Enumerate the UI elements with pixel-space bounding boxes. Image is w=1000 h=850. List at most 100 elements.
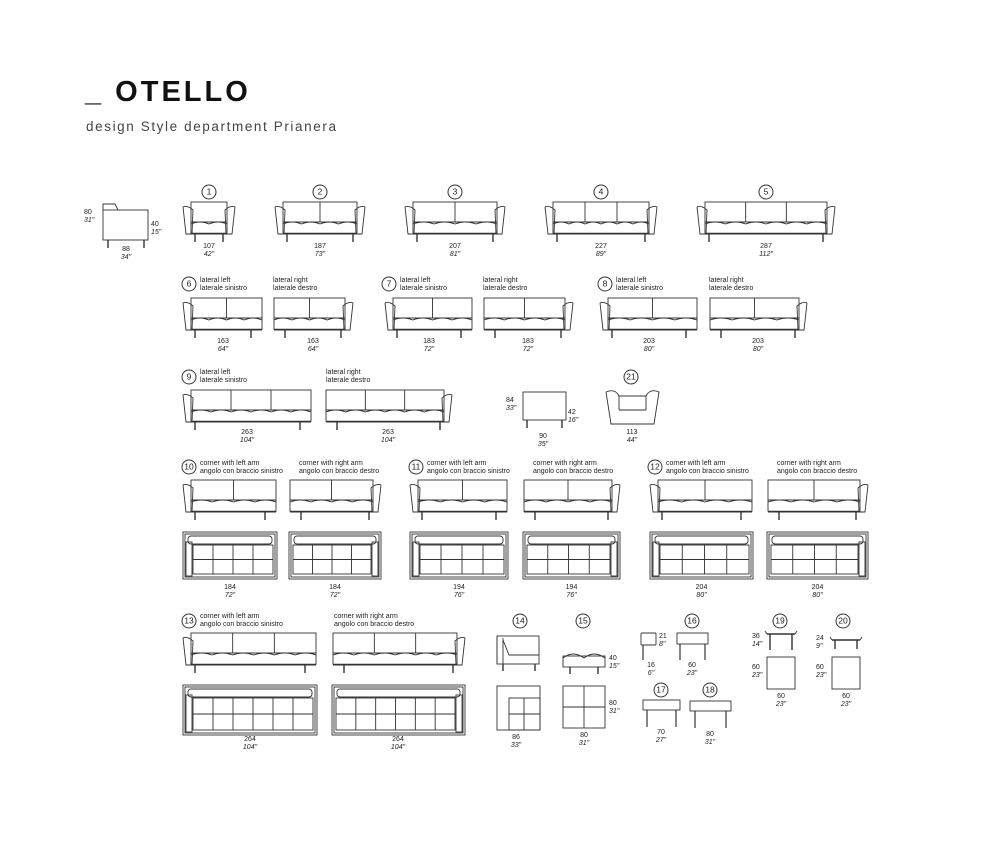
armchair-21-front bbox=[605, 390, 660, 425]
bench18-width-cm: 80 bbox=[706, 731, 714, 738]
model-number-badge: 20 bbox=[835, 613, 851, 629]
coffee-table-19 bbox=[764, 630, 798, 690]
corner-left-front bbox=[182, 632, 317, 673]
corner-right-front bbox=[332, 632, 466, 673]
label-laterale-sinistro: laterale sinistro bbox=[400, 285, 448, 292]
label-angolo-sinistro: angolo con braccio sinistro bbox=[427, 468, 510, 475]
side-depth-cm: 88 bbox=[122, 246, 130, 253]
bench-17 bbox=[642, 699, 681, 727]
sofa-width-in: 73" bbox=[314, 251, 326, 258]
corner-right-width-in: 80" bbox=[812, 592, 823, 599]
sofa-width-cm: 187 bbox=[314, 243, 326, 250]
sofa-side-view bbox=[102, 203, 149, 248]
coffee-table-20 bbox=[829, 636, 863, 690]
lateral-right-front bbox=[273, 297, 354, 338]
corner-left-front bbox=[649, 479, 753, 520]
corner-right-front bbox=[767, 479, 869, 520]
table19-width-in: 23" bbox=[775, 701, 787, 708]
corner-left-front bbox=[182, 479, 277, 520]
sofa-width-in: 42" bbox=[203, 251, 215, 258]
model-number-badge: 17 bbox=[653, 682, 669, 698]
model-number-badge: 15 bbox=[575, 613, 591, 629]
sofa-width-in: 81" bbox=[449, 251, 461, 258]
model-number-badge: 3 bbox=[447, 184, 463, 200]
label-angolo-sinistro: angolo con braccio sinistro bbox=[666, 468, 749, 475]
label-angolo-sinistro: angolo con braccio sinistro bbox=[200, 468, 283, 475]
corner-left-width-cm: 204 bbox=[695, 584, 708, 591]
label-laterale-destro: laterale destro bbox=[483, 285, 528, 292]
ottoman-side-view bbox=[522, 391, 567, 428]
table16-width-in: 23" bbox=[686, 670, 698, 677]
sofa-model-3 bbox=[404, 201, 506, 242]
label-lateral-left: lateral left bbox=[200, 369, 231, 376]
model-number-badge: 1 bbox=[201, 184, 217, 200]
label-laterale-destro: laterale destro bbox=[273, 285, 318, 292]
corner-right-plan bbox=[288, 531, 382, 580]
table20-depth-cm: 60 bbox=[816, 664, 824, 671]
label-angolo-destro: angolo con braccio destro bbox=[533, 468, 614, 475]
label-lateral-left: lateral left bbox=[200, 277, 231, 284]
bench-18 bbox=[689, 700, 732, 728]
sofa-width-cm: 207 bbox=[449, 243, 461, 250]
table20-height-cm: 24 bbox=[816, 635, 824, 642]
model-number-badge: 14 bbox=[512, 613, 528, 629]
corner-left-plan bbox=[409, 531, 509, 580]
ottoman-height-in: 15" bbox=[609, 663, 620, 670]
label-lateral-right: lateral right bbox=[483, 277, 518, 284]
side-table-16 bbox=[640, 632, 709, 660]
lateral-right-width-cm: 163 bbox=[307, 338, 319, 345]
label-lateral-left: lateral left bbox=[400, 277, 431, 284]
lateral-right-width-cm: 263 bbox=[382, 429, 394, 436]
lateral-right-width-cm: 203 bbox=[752, 338, 764, 345]
label-angolo-destro: angolo con braccio destro bbox=[299, 468, 380, 475]
label-corner-right: corner with right arm bbox=[777, 460, 841, 467]
bench17-width-cm: 70 bbox=[657, 729, 665, 736]
table16-height-cm: 21 bbox=[659, 633, 667, 640]
corner-right-front bbox=[523, 479, 621, 520]
lateral-left-width-in: 64" bbox=[217, 346, 229, 353]
sofa-model-1 bbox=[182, 201, 236, 242]
ottoman-seat-cm: 42 bbox=[568, 409, 576, 416]
label-corner-right: corner with right arm bbox=[533, 460, 597, 467]
label-lateral-right: lateral right bbox=[273, 277, 308, 284]
sofa-model-4 bbox=[544, 201, 658, 242]
corner-left-width-in: 72" bbox=[224, 592, 236, 599]
table20-depth-in: 23" bbox=[816, 672, 827, 679]
lateral-right-width-cm: 183 bbox=[522, 338, 534, 345]
sofa-width-in: 112" bbox=[759, 251, 773, 258]
label-laterale-sinistro: laterale sinistro bbox=[200, 285, 248, 292]
lateral-right-front bbox=[709, 297, 808, 338]
table19-height-cm: 36 bbox=[752, 633, 760, 640]
side-height-in: 31" bbox=[84, 217, 95, 224]
model-number-badge: 21 bbox=[623, 369, 639, 385]
table19-width-cm: 60 bbox=[777, 693, 785, 700]
page-title: _ OTELLO bbox=[85, 76, 251, 108]
corner-left-width-in: 104" bbox=[242, 744, 258, 751]
corner-module-14 bbox=[496, 635, 541, 731]
label-corner-left: corner with left arm bbox=[200, 460, 260, 467]
label-laterale-destro: laterale destro bbox=[709, 285, 754, 292]
ottoman-15 bbox=[562, 653, 606, 729]
label-laterale-sinistro: laterale sinistro bbox=[200, 377, 248, 384]
corner-right-plan bbox=[331, 684, 466, 736]
lateral-left-front bbox=[182, 389, 312, 430]
model-number-badge: 11 bbox=[408, 459, 424, 475]
model-number-badge: 5 bbox=[758, 184, 774, 200]
corner-right-width-cm: 204 bbox=[811, 584, 824, 591]
side-depth-in: 34" bbox=[120, 254, 132, 261]
corner-left-front bbox=[409, 479, 508, 520]
label-lateral-right: lateral right bbox=[709, 277, 744, 284]
sofa-model-2 bbox=[274, 201, 366, 242]
table20-height-in: 9" bbox=[816, 643, 823, 650]
label-angolo-sinistro: angolo con braccio sinistro bbox=[200, 621, 283, 628]
lateral-right-width-in: 104" bbox=[380, 437, 396, 444]
label-corner-right: corner with right arm bbox=[299, 460, 363, 467]
side-seat-cm: 40 bbox=[151, 221, 159, 228]
corner-module-width-cm: 86 bbox=[512, 734, 520, 741]
bench17-width-in: 27" bbox=[655, 737, 667, 744]
corner-left-plan bbox=[649, 531, 754, 580]
ottoman-height-in: 33" bbox=[506, 405, 517, 412]
label-lateral-left: lateral left bbox=[616, 277, 647, 284]
lateral-right-front bbox=[483, 297, 574, 338]
